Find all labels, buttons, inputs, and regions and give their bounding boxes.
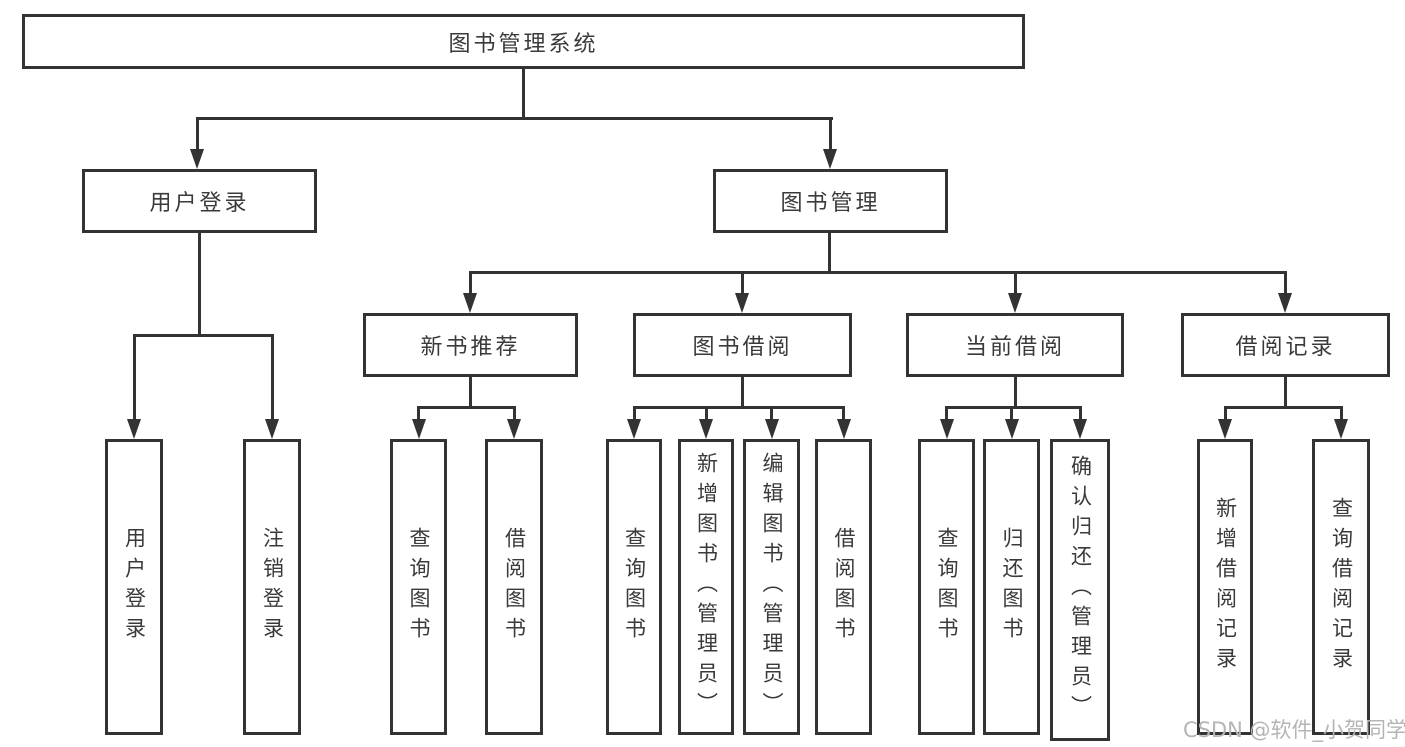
connector-line (1223, 406, 1343, 409)
leaf-borrow-add-books-admin: 新增图书（管理员） (678, 439, 734, 735)
node-new-book-recommend: 新书推荐 (363, 313, 578, 377)
node-label: 归还图书 (1000, 527, 1024, 647)
node-label: 借阅图书 (502, 527, 527, 647)
leaf-borrow-borrow-books: 借阅图书 (815, 439, 872, 735)
connector-line (195, 118, 199, 149)
connector-line (521, 69, 525, 119)
node-label: 注销登录 (260, 527, 285, 647)
connector-line (842, 407, 845, 419)
connector-line (828, 118, 832, 149)
csdn-watermark: CSDN @软件_小贺同学 (1183, 718, 1405, 742)
leaf-recommend-search-books: 查询图书 (390, 439, 447, 735)
node-label: 借阅图书 (832, 527, 856, 647)
node-label: 编辑图书（管理员） (760, 452, 784, 722)
arrow-down-icon (735, 293, 749, 313)
node-user-login: 用户登录 (82, 169, 317, 233)
arrow-down-icon (699, 419, 713, 439)
arrow-down-icon (823, 149, 837, 169)
leaf-records-add-borrow-record: 新增借阅记录 (1197, 439, 1253, 735)
connector-line (1339, 407, 1343, 419)
connector-line (740, 272, 744, 293)
connector-line (132, 333, 274, 337)
node-label: 借阅记录 (1235, 335, 1336, 360)
node-borrow-records: 借阅记录 (1181, 313, 1390, 377)
connector-line (512, 407, 516, 419)
node-label: 图书借阅 (692, 335, 793, 360)
leaf-borrow-search-books: 查询图书 (606, 439, 662, 735)
arrow-down-icon (190, 149, 204, 169)
arrow-down-icon (627, 419, 641, 439)
node-label: 用户登录 (149, 191, 250, 216)
node-label: 当前借阅 (964, 335, 1065, 360)
connector-line (704, 407, 708, 419)
arrow-down-icon (1278, 293, 1292, 313)
leaf-current-search-books: 查询图书 (918, 439, 975, 735)
connector-line (632, 407, 636, 419)
connector-line (195, 116, 833, 120)
node-book-borrow: 图书借阅 (633, 313, 852, 377)
arrow-down-icon (764, 419, 779, 439)
leaf-recommend-borrow-books: 借阅图书 (485, 439, 543, 735)
leaf-user-login: 用户登录 (105, 439, 163, 735)
node-book-management: 图书管理 (713, 169, 948, 233)
arrow-down-icon (1008, 293, 1022, 313)
connector-line (417, 407, 420, 419)
connector-line (945, 406, 1082, 409)
arrow-down-icon (836, 419, 851, 439)
node-label: 新书推荐 (420, 335, 521, 360)
node-label: 新增图书（管理员） (694, 452, 719, 722)
node-label: 用户登录 (122, 527, 147, 647)
leaf-current-return-books: 归还图书 (983, 439, 1040, 735)
arrow-down-icon (1073, 419, 1087, 439)
leaf-current-confirm-return-admin: 确认归还（管理员） (1050, 439, 1110, 741)
arrow-down-icon (1218, 419, 1232, 439)
connector-line (468, 272, 472, 293)
connector-line (1283, 377, 1287, 409)
connector-line (827, 233, 831, 274)
connector-line (632, 406, 845, 409)
connector-line (770, 407, 773, 419)
node-label: 图书管理系统 (448, 31, 599, 57)
connector-line (197, 233, 201, 336)
node-label: 查询图书 (407, 527, 431, 647)
arrow-down-icon (463, 293, 477, 313)
connector-line (945, 407, 948, 419)
connector-line (132, 335, 136, 419)
arrow-down-icon (939, 419, 954, 439)
node-label: 新增借阅记录 (1213, 497, 1238, 677)
node-current-borrow: 当前借阅 (906, 313, 1124, 377)
arrow-down-icon (1004, 419, 1019, 439)
arrow-down-icon (265, 419, 279, 439)
node-library-management-system: 图书管理系统 (22, 14, 1025, 69)
arrow-down-icon (507, 419, 521, 439)
node-label: 查询图书 (935, 527, 959, 647)
connector-line (740, 377, 744, 409)
connector-line (417, 406, 516, 409)
node-label: 图书管理 (780, 191, 881, 216)
node-label: 查询图书 (622, 527, 647, 647)
connector-line (1010, 407, 1013, 419)
connector-line (1013, 377, 1017, 409)
connector-line (468, 377, 472, 409)
arrow-down-icon (411, 419, 426, 439)
connector-line (1078, 407, 1082, 419)
leaf-records-search-borrow-record: 查询借阅记录 (1312, 439, 1370, 735)
arrow-down-icon (1334, 419, 1348, 439)
node-label: 确认归还（管理员） (1068, 455, 1093, 725)
connector-line (1283, 272, 1287, 293)
connector-line (270, 335, 274, 419)
connector-line (1223, 407, 1227, 419)
connector-line (1013, 272, 1017, 293)
arrow-down-icon (127, 419, 141, 439)
connector-line (468, 271, 1287, 274)
leaf-borrow-edit-books-admin: 编辑图书（管理员） (743, 439, 800, 735)
node-label: 查询借阅记录 (1329, 497, 1354, 677)
leaf-logout: 注销登录 (243, 439, 301, 735)
